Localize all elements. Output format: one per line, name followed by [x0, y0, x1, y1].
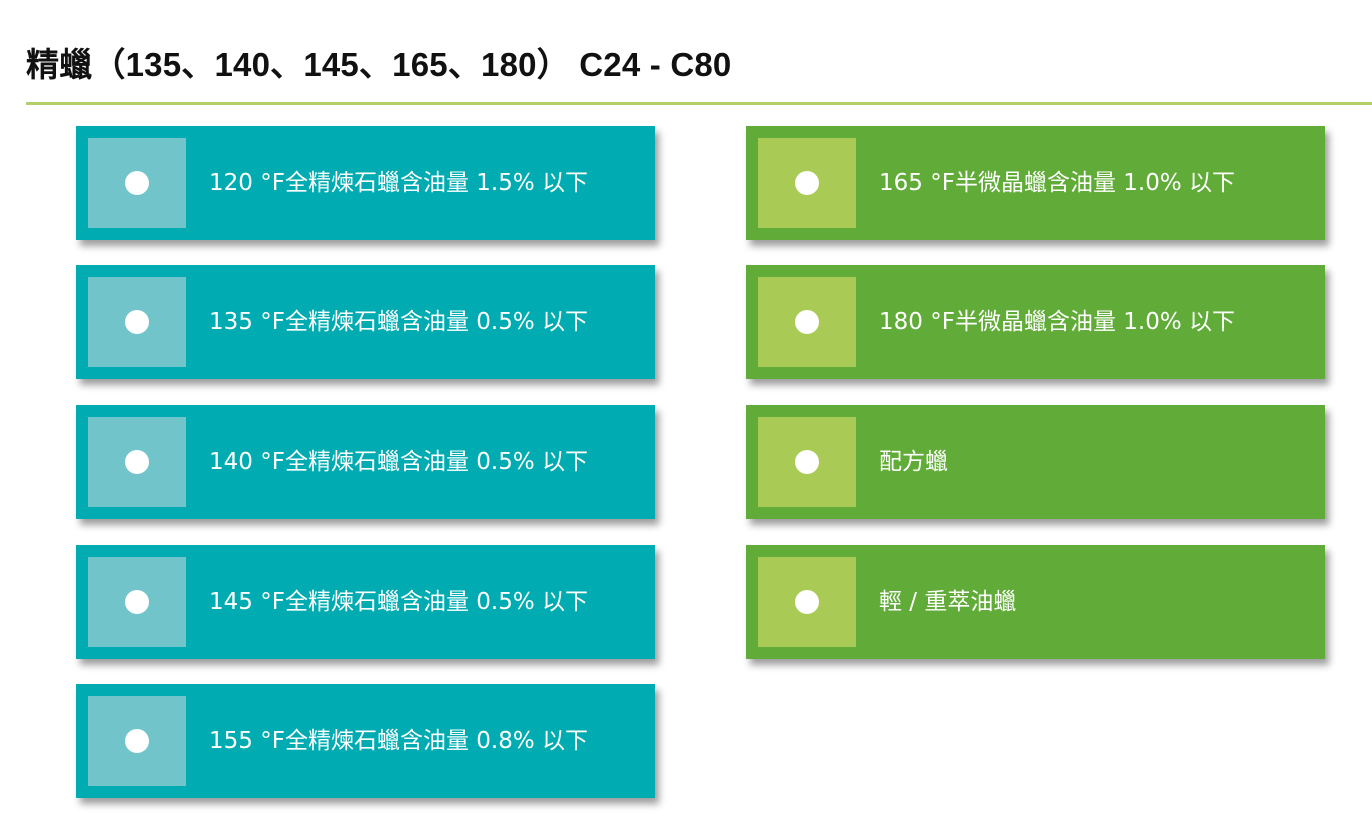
page-title: 精蠟（135、140、145、165、180） C24 - C80 [26, 46, 732, 83]
bullet-box [88, 138, 186, 228]
bullet-box [88, 696, 186, 786]
circle-bullet-icon [125, 450, 149, 474]
list-item-140f: 140 °F全精煉石蠟含油量 0.5% 以下 [76, 405, 655, 519]
list-item-extract-wax: 輕 / 重萃油蠟 [746, 545, 1325, 659]
list-item-label: 135 °F全精煉石蠟含油量 0.5% 以下 [209, 309, 588, 335]
bullet-box [88, 557, 186, 647]
circle-bullet-icon [125, 590, 149, 614]
bullet-box [88, 417, 186, 507]
list-item-formula-wax: 配方蠟 [746, 405, 1325, 519]
list-item-label: 145 °F全精煉石蠟含油量 0.5% 以下 [209, 589, 588, 615]
bullet-box [758, 417, 856, 507]
circle-bullet-icon [125, 171, 149, 195]
list-item-label: 120 °F全精煉石蠟含油量 1.5% 以下 [209, 170, 588, 196]
list-item-label: 165 °F半微晶蠟含油量 1.0% 以下 [879, 170, 1235, 196]
circle-bullet-icon [795, 310, 819, 334]
list-item-155f: 155 °F全精煉石蠟含油量 0.8% 以下 [76, 684, 655, 798]
bullet-box [758, 138, 856, 228]
list-item-label: 140 °F全精煉石蠟含油量 0.5% 以下 [209, 449, 588, 475]
list-item-label: 180 °F半微晶蠟含油量 1.0% 以下 [879, 309, 1235, 335]
title-divider [26, 102, 1372, 105]
list-item-label: 配方蠟 [879, 449, 948, 475]
list-item-165f: 165 °F半微晶蠟含油量 1.0% 以下 [746, 126, 1325, 240]
bullet-box [758, 557, 856, 647]
circle-bullet-icon [125, 729, 149, 753]
bullet-box [758, 277, 856, 367]
circle-bullet-icon [795, 450, 819, 474]
list-item-label: 155 °F全精煉石蠟含油量 0.8% 以下 [209, 728, 588, 754]
list-item-135f: 135 °F全精煉石蠟含油量 0.5% 以下 [76, 265, 655, 379]
list-item-145f: 145 °F全精煉石蠟含油量 0.5% 以下 [76, 545, 655, 659]
circle-bullet-icon [795, 590, 819, 614]
circle-bullet-icon [795, 171, 819, 195]
list-item-label: 輕 / 重萃油蠟 [879, 589, 1017, 615]
list-item-120f: 120 °F全精煉石蠟含油量 1.5% 以下 [76, 126, 655, 240]
list-item-180f: 180 °F半微晶蠟含油量 1.0% 以下 [746, 265, 1325, 379]
circle-bullet-icon [125, 310, 149, 334]
bullet-box [88, 277, 186, 367]
